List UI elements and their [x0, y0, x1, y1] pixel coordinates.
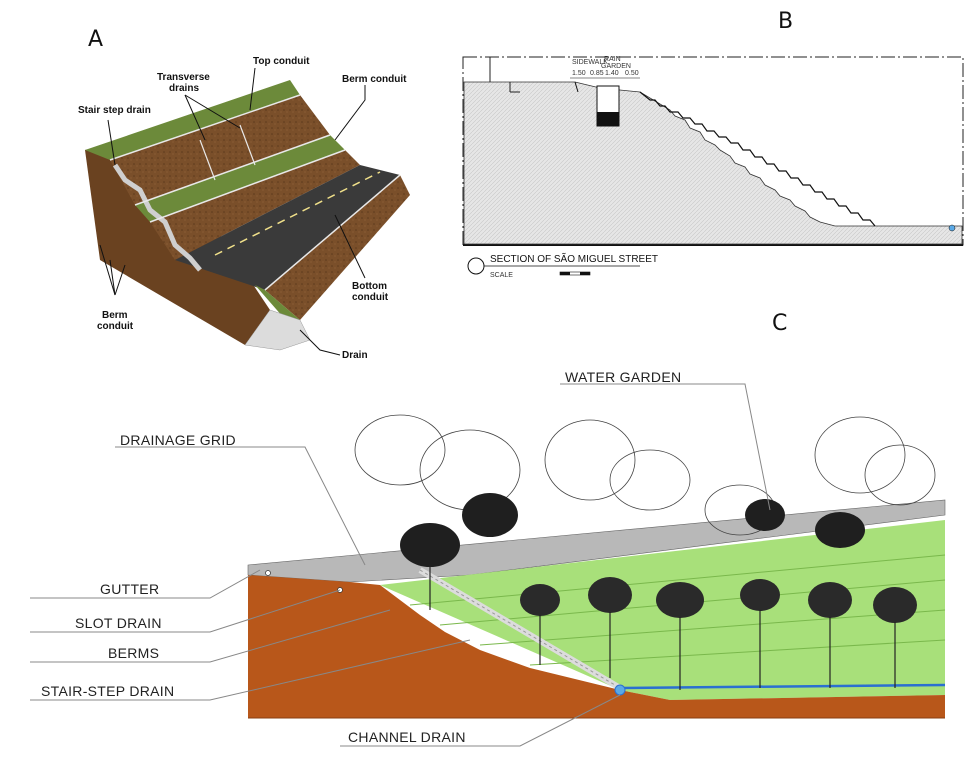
label-section-title: SECTION OF SÃO MIGUEL STREET	[490, 252, 658, 265]
label-transverse-drains-1: Transverse	[157, 72, 210, 83]
stair-step-drain-line	[112, 163, 202, 272]
top-bench	[85, 80, 300, 160]
slope-3d-model	[85, 80, 410, 351]
panel-c: C	[30, 311, 946, 747]
dim-3: 1.40	[605, 70, 619, 77]
label-berms: BERMS	[108, 645, 159, 661]
label-bottom-conduit-1: Bottom	[352, 281, 387, 292]
stepped-slope	[639, 91, 876, 227]
label-top-conduit: Top conduit	[253, 56, 310, 67]
lower-slope-face	[265, 175, 410, 320]
label-slot-drain: SLOT DRAIN	[75, 615, 162, 631]
label-berm-conduit-top: Berm conduit	[342, 74, 407, 85]
dim-2: 0.85	[590, 70, 604, 77]
label-bottom-conduit-2: conduit	[352, 292, 389, 303]
label-stair-step-drain-c: STAIR-STEP DRAIN	[41, 683, 174, 699]
channel-drain-node	[614, 684, 626, 696]
dim-4: 0.50	[625, 70, 639, 77]
label-berm-conduit-left-2: conduit	[97, 321, 134, 332]
trees-foreground	[400, 493, 917, 623]
section-marker	[467, 257, 485, 275]
label-channel-drain: CHANNEL DRAIN	[348, 729, 466, 745]
panel-b: B 1.50 0.85 1.40 0.50 SIDEWALK RAIN GARD…	[462, 9, 964, 279]
label-transverse-drains-2: drains	[169, 83, 199, 94]
soil-section	[248, 575, 670, 718]
label-drain: Drain	[342, 350, 368, 361]
label-gutter: GUTTER	[100, 581, 159, 597]
terrain-section	[463, 81, 963, 245]
road-surface	[175, 165, 400, 290]
label-drainage-grid: DRAINAGE GRID	[120, 432, 236, 448]
panel-c-letter: C	[772, 311, 787, 336]
label-rain-garden-2: GARDEN	[601, 63, 631, 70]
dim-1: 1.50	[572, 70, 586, 77]
channel-drain-line	[619, 683, 946, 690]
label-scale: SCALE	[490, 272, 513, 279]
label-rain-garden-1: RAIN	[604, 56, 621, 63]
panel-a: A	[78, 27, 410, 361]
label-stair-step-drain: Stair step drain	[78, 105, 151, 116]
label-sidewalk: SIDEWALK	[572, 59, 608, 66]
label-water-garden: WATER GARDEN	[565, 369, 681, 385]
panel-a-letter: A	[88, 27, 103, 52]
upper-slope-face	[110, 95, 330, 205]
label-berm-conduit-left-1: Berm	[102, 310, 128, 321]
drain-channel	[244, 309, 311, 351]
middle-slope-face	[150, 150, 360, 260]
panel-b-letter: B	[778, 9, 793, 34]
middle-bench	[135, 135, 345, 222]
